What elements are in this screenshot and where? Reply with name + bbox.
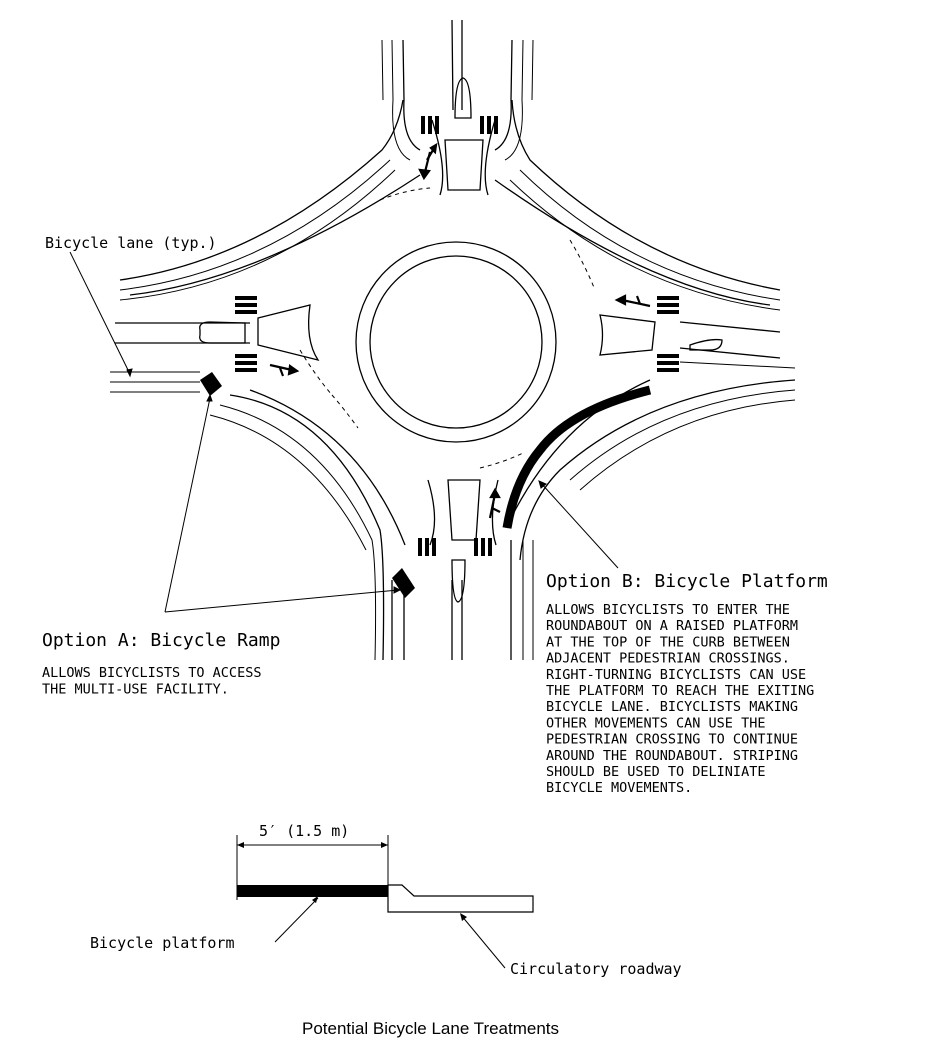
- option_b_desc-line: ADJACENT PEDESTRIAN CROSSINGS.: [546, 651, 790, 667]
- bicycle-platform-section: [237, 885, 388, 897]
- west-leg: [110, 304, 320, 393]
- north-leg: [381, 19, 534, 196]
- leader-lines: [69, 251, 619, 613]
- option-b-title: Option B: Bicycle Platform: [546, 571, 828, 592]
- bicycle-platform-arc: [502, 385, 652, 529]
- option_b_desc-line: BICYCLE LANE. BICYCLISTS MAKING: [546, 699, 798, 715]
- option_b_desc-line: AT THE TOP OF THE CURB BETWEEN: [546, 634, 790, 650]
- option_b_desc-line: RIGHT-TURNING BICYCLISTS CAN USE: [546, 667, 806, 683]
- option_b_desc-line: SHOULD BE USED TO DELINIATE: [546, 764, 765, 780]
- option_b_desc-line: OTHER MOVEMENTS CAN USE THE: [546, 715, 765, 731]
- dimension-label: 5′ (1.5 m): [259, 822, 349, 840]
- central-island-inner: [369, 255, 543, 429]
- roundabout-geometry: [110, 19, 796, 661]
- bicycle-lane-label: Bicycle lane (typ.): [45, 234, 217, 252]
- circulatory-roadway-section: [387, 884, 534, 913]
- option_a_desc-line: THE MULTI-USE FACILITY.: [42, 682, 229, 698]
- option_b_desc-line: AROUND THE ROUNDABOUT. STRIPING: [546, 748, 798, 764]
- option_b_desc-line: ROUNDABOUT ON A RAISED PLATFORM: [546, 618, 798, 634]
- option_b_desc-line: THE PLATFORM TO REACH THE EXITING: [546, 683, 814, 699]
- crosswalk-stripes: [235, 116, 679, 556]
- option_b_desc-line: ALLOWS BICYCLISTS TO ENTER THE: [546, 602, 790, 618]
- south-leg: [391, 479, 534, 660]
- cross-section-detail: 5′ (1.5 m) Bicycle platform Circulatory …: [90, 822, 682, 978]
- bicycle-ramp-south: [392, 568, 415, 598]
- figure-title: Potential Bicycle Lane Treatments: [302, 1019, 559, 1038]
- option_a_desc-line: ALLOWS BICYCLISTS TO ACCESS: [42, 665, 261, 681]
- option_b_desc-line: PEDESTRIAN CROSSING TO CONTINUE: [546, 732, 798, 748]
- lane-arrows: [269, 142, 651, 519]
- central-island-outer: [355, 241, 557, 443]
- option_b_desc-line: BICYCLE MOVEMENTS.: [546, 780, 692, 796]
- option-b-description: ALLOWS BICYCLISTS TO ENTER THEROUNDABOUT…: [546, 602, 814, 796]
- east-leg: [599, 314, 796, 369]
- bicycle-platform-label: Bicycle platform: [90, 934, 235, 952]
- bicycle-ramp-west: [200, 372, 222, 396]
- circulatory-roadway-label: Circulatory roadway: [510, 960, 682, 978]
- option-a-title: Option A: Bicycle Ramp: [42, 630, 280, 651]
